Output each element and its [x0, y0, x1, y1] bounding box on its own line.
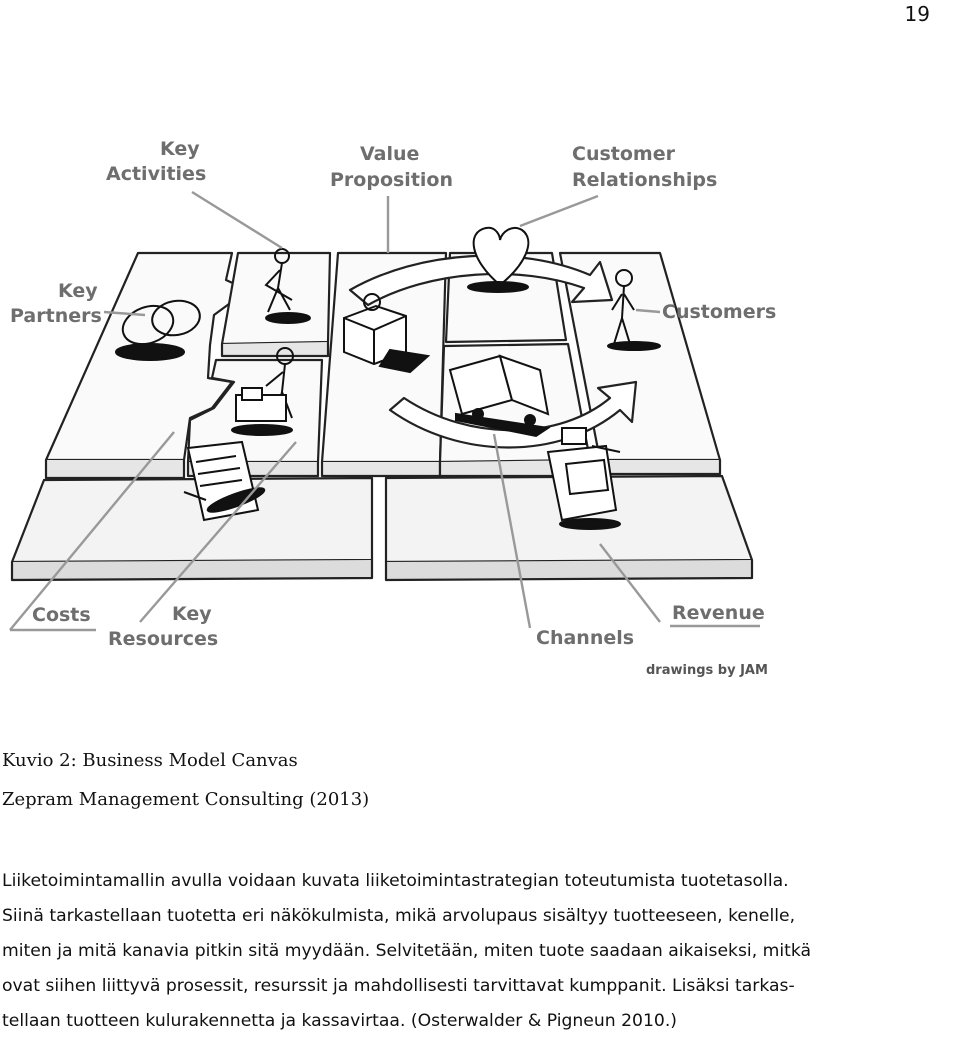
label-value-proposition-2: Proposition: [330, 169, 453, 191]
body-line: miten ja mitä kanavia pitkin sitä myydää…: [2, 941, 812, 961]
body-line: ovat siihen liittyvä prosessit, resurssi…: [2, 976, 795, 996]
figure-caption-source: Zepram Management Consulting (2013): [2, 789, 370, 810]
label-key-activities-1: Key: [160, 138, 200, 160]
relationship-arrow-top: [348, 254, 614, 307]
cash-register-icon: [546, 427, 621, 530]
label-channels: Channels: [536, 627, 634, 649]
resource-worker-icon: [231, 347, 294, 436]
canvas-drawing: Key Activities Value Proposition Custome…: [9, 138, 776, 678]
label-key-resources-1: Key: [172, 603, 212, 625]
figure-caption-title: Kuvio 2: Business Model Canvas: [2, 750, 298, 771]
body-line: tellaan tuotteen kulurakennetta ja kassa…: [2, 1011, 678, 1031]
customer-icon: [607, 269, 661, 351]
drawings-credit: drawings by JAM: [646, 663, 768, 678]
gift-box-icon: [343, 293, 431, 374]
label-key-resources-2: Resources: [108, 628, 218, 650]
business-model-canvas-figure: Key Activities Value Proposition Custome…: [0, 120, 960, 690]
label-customer-relationships-2: Relationships: [572, 169, 717, 191]
body-line: Liiketoimintamallin avulla voidaan kuvat…: [2, 871, 789, 891]
label-revenue: Revenue: [672, 602, 765, 624]
label-key-partners-1: Key: [58, 280, 98, 302]
body-line: Siinä tarkastellaan tuotetta eri näkökul…: [2, 906, 796, 926]
label-key-activities-2: Activities: [106, 163, 206, 185]
worker-icon: [264, 248, 311, 324]
label-customers: Customers: [662, 301, 776, 323]
rings-icon: [115, 299, 201, 361]
body-paragraph: Liiketoimintamallin avulla voidaan kuvat…: [2, 864, 958, 1039]
label-key-partners-2: Partners: [10, 305, 102, 327]
page-number: 19: [904, 2, 930, 26]
costs-tile: [10, 476, 374, 564]
label-value-proposition-1: Value: [360, 143, 419, 165]
label-costs: Costs: [32, 604, 91, 626]
key-activities-tile: [220, 251, 332, 346]
document-icon: [183, 440, 266, 522]
heart-icon: [467, 226, 530, 293]
label-customer-relationships-1: Customer: [572, 143, 676, 165]
truck-icon: [448, 354, 551, 438]
